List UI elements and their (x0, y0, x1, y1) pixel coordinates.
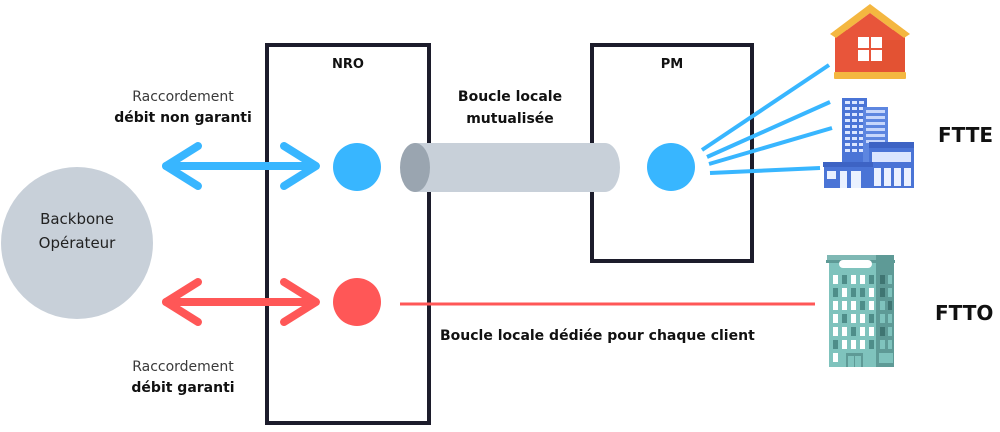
connection-bottom-label: Raccordement débit garanti (100, 357, 266, 399)
shared-loop-label: Boucle locale mutualisée (430, 86, 590, 130)
fiber-to-office-2 (708, 126, 833, 166)
backbone-label-line2: Opérateur (38, 234, 116, 252)
nro-box (265, 43, 431, 425)
ftte-label: FTTE (938, 123, 994, 147)
backbone-label-line1: Backbone (40, 210, 114, 228)
connection-bottom-line1: Raccordement (132, 359, 234, 375)
shared-loop-line1: Boucle locale (457, 89, 563, 105)
connection-top-line2: débit non garanti (114, 110, 252, 126)
fiber-to-office-1 (706, 100, 831, 159)
house-icon (830, 4, 910, 79)
backbone-circle (1, 167, 153, 319)
pm-title: PM (660, 57, 684, 72)
nro-red-node (333, 278, 381, 326)
shared-loop-line2: mutualisée (466, 111, 554, 127)
fiber-to-house (700, 63, 831, 152)
blue-double-arrow (162, 142, 320, 190)
office-tower-icon (826, 255, 895, 367)
nro-blue-node (333, 143, 381, 191)
nro-title: NRO (332, 57, 364, 72)
office-buildings-icon (823, 98, 914, 188)
shared-loop-cable (400, 143, 620, 192)
connection-top-line1: Raccordement (132, 89, 234, 105)
ftto-label: FTTO (935, 301, 994, 325)
dedicated-loop-label: Boucle locale dédiée pour chaque client (440, 328, 755, 344)
pm-blue-node (647, 143, 695, 191)
backbone-label: Backbone Opérateur (20, 207, 134, 255)
fiber-to-office-3 (709, 166, 821, 175)
connection-top-label: Raccordement débit non garanti (100, 87, 266, 129)
ftte-fibers (700, 63, 833, 175)
connection-bottom-line2: débit garanti (131, 380, 235, 396)
red-double-arrow (162, 278, 320, 326)
